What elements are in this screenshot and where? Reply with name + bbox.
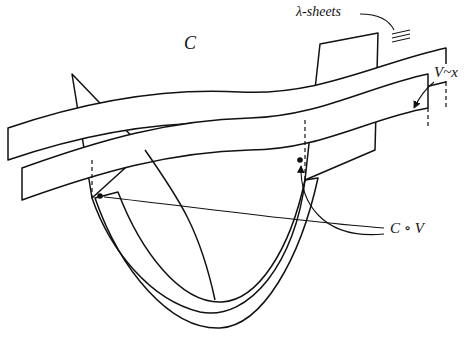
trough-fold [145,150,215,300]
sheet-lower [22,74,428,200]
figure-label: C ∘ V [388,220,426,237]
figure-label: C [182,34,198,54]
figure-label: V~x [432,64,460,81]
trough-front [92,180,305,313]
figure-label: λ-sheets [294,4,343,19]
